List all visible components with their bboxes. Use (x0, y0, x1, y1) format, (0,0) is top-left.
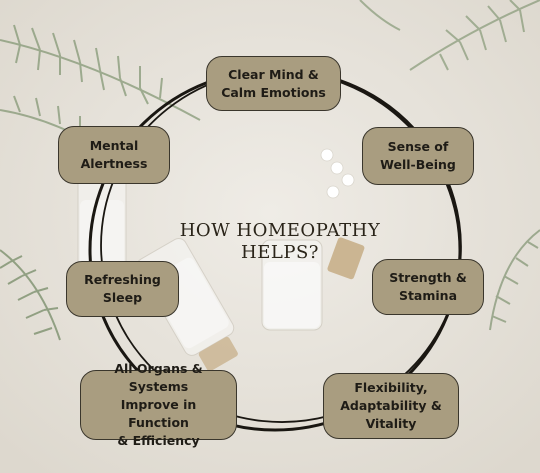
benefit-box-clear-mind: Clear Mind & Calm Emotions (206, 56, 341, 111)
benefit-box-strength: Strength & Stamina (372, 259, 484, 315)
pine-branch-icon (0, 249, 61, 341)
benefit-box-refreshing-sleep: Refreshing Sleep (66, 261, 179, 317)
benefit-box-mental-alertness: Mental Alertness (58, 126, 170, 184)
benefit-box-well-being: Sense of Well-Being (362, 127, 474, 185)
benefit-box-all-organs: All Organs & Systems Improve in Function… (80, 361, 237, 448)
diagram-title: HOW HOMEOPATHY HELPS? (179, 220, 381, 263)
homeopathic-pill-icon (320, 148, 355, 199)
glass-vial-icon (261, 237, 365, 331)
pine-branch-icon (489, 229, 540, 331)
pine-branch-icon (359, 0, 540, 71)
benefit-box-flexibility: Flexibility, Adaptability & Vitality (323, 373, 459, 439)
